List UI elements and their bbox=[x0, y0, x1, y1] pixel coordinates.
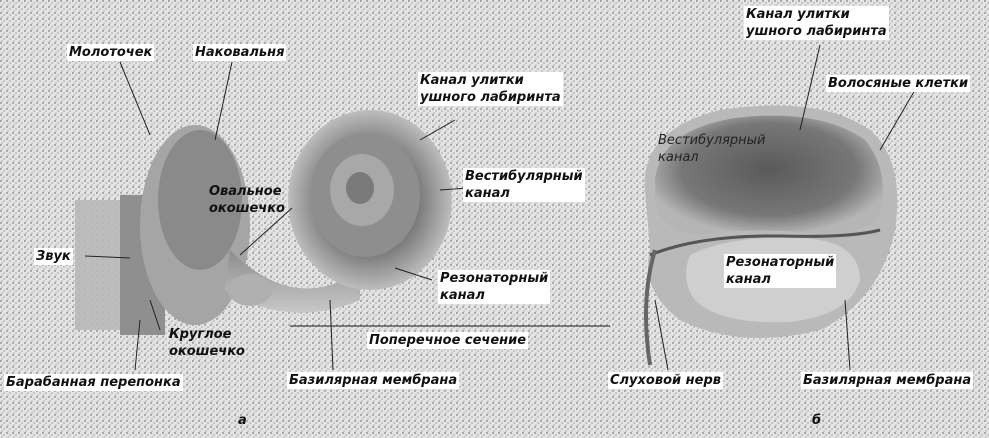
round-window-shape bbox=[228, 274, 272, 306]
malleus-incus bbox=[158, 130, 242, 270]
label-vestibular-canal-a: Вестибулярный канал bbox=[463, 168, 585, 202]
panel-letter-a: а bbox=[238, 413, 247, 428]
label-round-window: Круглое окошечко bbox=[169, 327, 245, 359]
label-resonator-canal-a: Резонаторный канал bbox=[438, 270, 551, 304]
panel-letter-b: б bbox=[812, 413, 822, 428]
cochlea-apex bbox=[346, 172, 374, 204]
label-cross-section: Поперечное сечение bbox=[367, 332, 529, 349]
label-auditory-nerve: Слуховой нерв bbox=[608, 372, 723, 389]
label-malleus: Молоточек bbox=[67, 44, 155, 61]
label-sound: Звук bbox=[34, 248, 73, 265]
panel-a-leaders bbox=[84, 61, 469, 371]
label-oval-window: Овальное окошечко bbox=[209, 184, 285, 216]
auditory-nerve bbox=[644, 249, 657, 366]
label-vestibular-canal-b: Вестибулярный канал bbox=[658, 133, 766, 165]
basilar-membrane-band bbox=[649, 228, 881, 257]
panel-b-leaders bbox=[654, 44, 916, 371]
panel-a-illustration bbox=[75, 61, 610, 371]
label-hair-cells: Волосяные клетки bbox=[826, 75, 971, 92]
label-cochlear-canal-a: Канал улитки ушного лабиринта bbox=[418, 72, 563, 106]
vestibular-canal-region bbox=[655, 115, 883, 235]
label-eardrum: Барабанная перепонка bbox=[4, 374, 183, 391]
label-basilar-membrane-a: Базилярная мембрана bbox=[287, 372, 460, 389]
label-resonator-canal-b: Резонаторный канал bbox=[724, 254, 837, 288]
label-basilar-membrane-b: Базилярная мембрана bbox=[801, 372, 974, 389]
label-incus: Наковальня bbox=[193, 44, 287, 61]
label-cochlear-canal-b: Канал улитки ушного лабиринта bbox=[744, 6, 889, 40]
